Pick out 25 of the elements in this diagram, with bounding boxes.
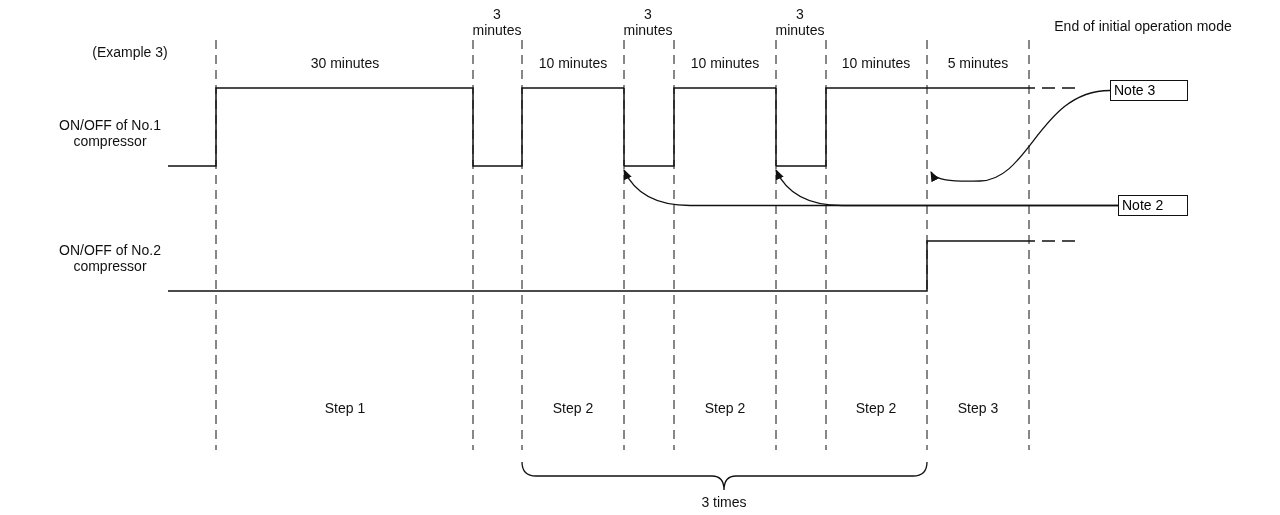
annotation-text: End of initial operation mode (1053, 18, 1233, 34)
dashed-line (926, 39, 928, 451)
step-label: Step 2 (703, 400, 747, 416)
duration-label: 3 minutes (622, 6, 674, 38)
note-box: Note 2 (1118, 195, 1188, 216)
step-label: Step 3 (956, 400, 1000, 416)
signal-name: ON/OFF of No.2 compressor (58, 242, 162, 274)
note-box: Note 3 (1110, 80, 1188, 101)
duration-label: 30 minutes (309, 55, 381, 71)
step-label: Step 2 (854, 400, 898, 416)
duration-label: 5 minutes (946, 55, 1010, 71)
leader-line (930, 89, 1111, 183)
step-label: Step 1 (323, 400, 367, 416)
falling-edge (775, 87, 777, 167)
duration-label: 10 minutes (840, 55, 912, 71)
duration-label: 10 minutes (537, 55, 609, 71)
signal-name: ON/OFF of No.1 compressor (58, 117, 162, 149)
leader-line (775, 169, 1119, 207)
falling-edge (623, 87, 625, 167)
duration-label: 3 minutes (774, 6, 826, 38)
example-label: (Example 3) (91, 44, 169, 60)
duration-label: 10 minutes (689, 55, 761, 71)
step-label: Step 2 (551, 400, 595, 416)
duration-label: 3 minutes (471, 6, 523, 38)
repeat-count-label: 3 times (700, 494, 748, 510)
